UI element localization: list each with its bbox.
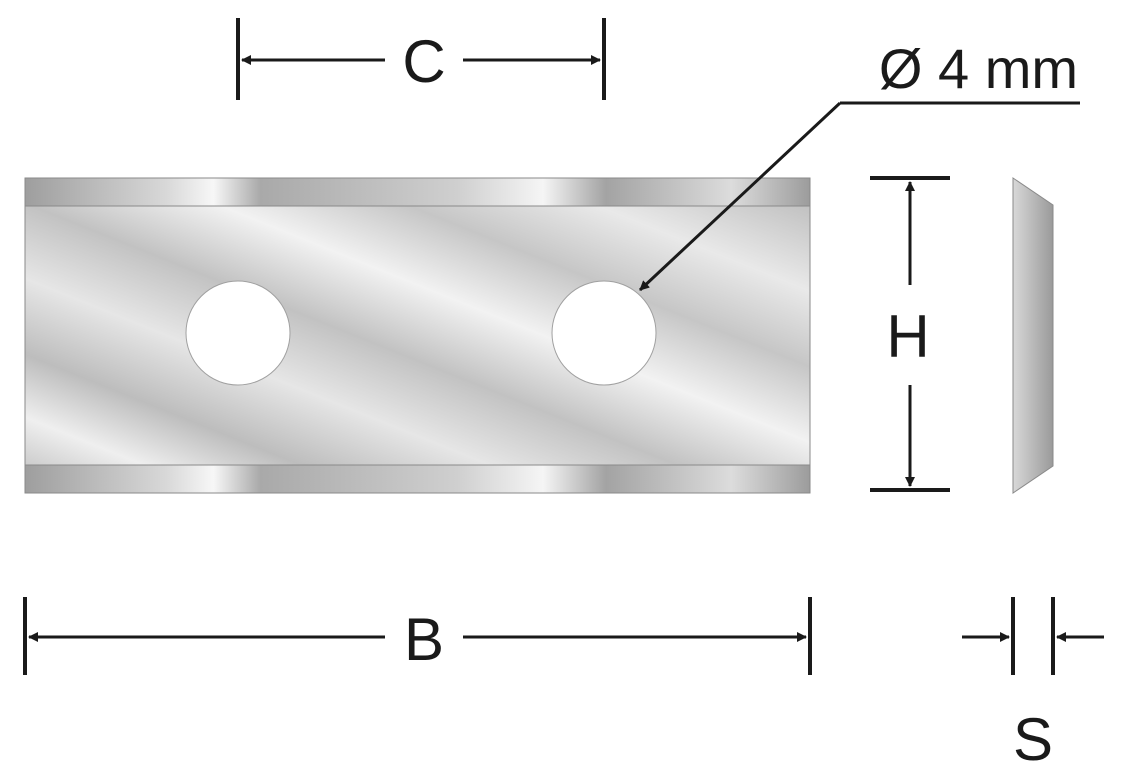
- blade-body: [24, 177, 811, 494]
- mounting-hole-right: [551, 280, 657, 386]
- blade-side-view: [1012, 177, 1054, 494]
- dimension-c: C: [236, 18, 606, 100]
- dimension-h-label: H: [886, 303, 929, 370]
- mounting-hole-left: [185, 280, 291, 386]
- dimension-b-label: B: [404, 606, 444, 673]
- dimension-h: H: [870, 176, 950, 492]
- dimension-b: B: [23, 597, 812, 675]
- dimension-s: S: [962, 597, 1104, 773]
- hole-diameter-callout: Ø 4 mm: [638, 37, 1080, 292]
- leader-arrow: [638, 101, 842, 292]
- blade-bottom-bevel: [24, 464, 811, 494]
- dimension-c-label: C: [402, 28, 445, 95]
- dimension-s-label: S: [1013, 706, 1053, 773]
- blade-front-view: [24, 177, 811, 494]
- blade-top-bevel: [24, 177, 811, 207]
- hole-diameter-label: Ø 4 mm: [879, 37, 1078, 100]
